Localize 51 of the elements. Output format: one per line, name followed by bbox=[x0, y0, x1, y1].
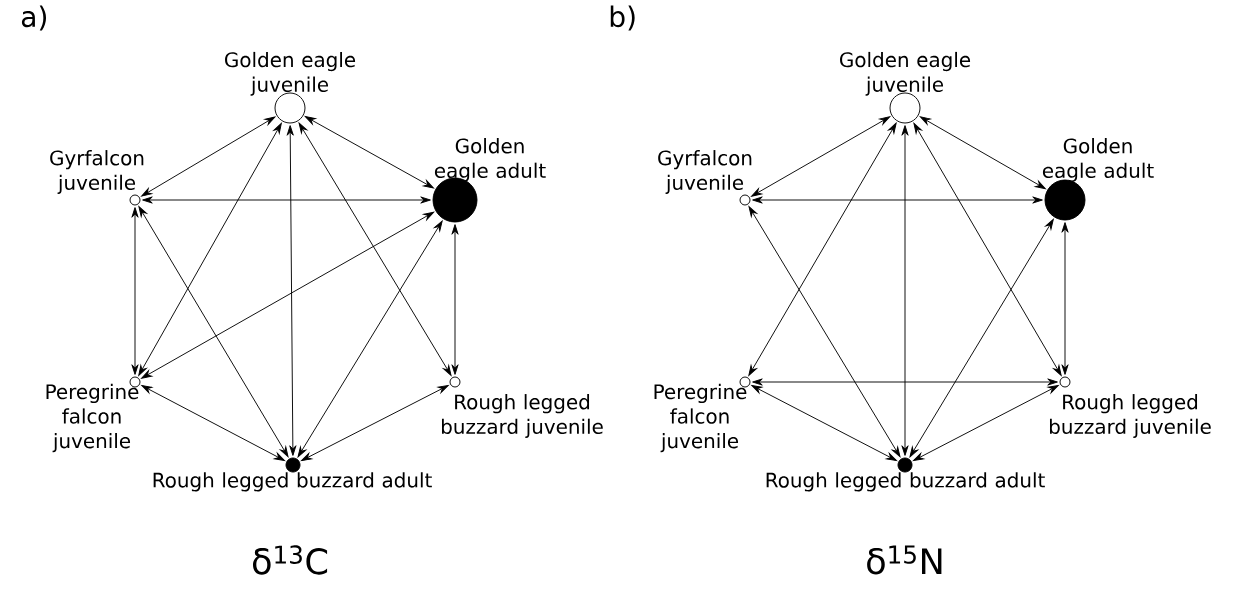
node-label: Rough legged buzzard adult bbox=[153, 472, 432, 492]
arrow bbox=[752, 196, 1043, 204]
node-label: Golden eagle adult bbox=[434, 138, 546, 182]
node-label: Golden eagle juvenile bbox=[225, 51, 356, 96]
species-node: Gyrfalcon juvenile bbox=[50, 150, 144, 206]
isotope-label: δ$^{13}$C bbox=[253, 545, 328, 575]
arrow bbox=[142, 196, 431, 204]
node-label: Golden eagle juvenile bbox=[840, 51, 971, 96]
species-node: Peregrine falcon juvenile bbox=[654, 376, 751, 453]
species-node: Peregrine falcon juvenile bbox=[46, 376, 141, 453]
species-node: Golden eagle juvenile bbox=[840, 51, 971, 124]
arrow bbox=[913, 122, 1062, 376]
arrow bbox=[751, 116, 891, 197]
arrow bbox=[748, 122, 897, 376]
species-node: Gyrfalcon juvenile bbox=[658, 150, 752, 206]
arrow bbox=[286, 125, 297, 456]
arrow bbox=[141, 211, 435, 379]
arrow bbox=[304, 116, 434, 189]
species-node: Golden eagle adult bbox=[432, 138, 546, 223]
species-node: Rough legged buzzard adult bbox=[153, 457, 432, 492]
arrow bbox=[297, 220, 443, 458]
arrow bbox=[141, 385, 285, 462]
species-node: Golden eagle adult bbox=[1042, 138, 1154, 221]
arrow bbox=[301, 385, 449, 462]
arrow bbox=[752, 378, 1058, 386]
node-label: Gyrfalcon juvenile bbox=[658, 150, 752, 194]
arrow bbox=[131, 207, 139, 375]
panel-label: b) bbox=[610, 5, 635, 31]
species-node: Rough legged buzzard juvenile bbox=[442, 376, 603, 438]
arrow bbox=[141, 116, 276, 197]
arrow bbox=[901, 125, 909, 456]
arrow bbox=[138, 122, 282, 376]
node-label: Rough legged buzzard adult bbox=[766, 472, 1045, 492]
panel-label: a) bbox=[21, 5, 46, 31]
arrow bbox=[748, 206, 901, 458]
arrow bbox=[919, 116, 1046, 190]
node-label: Golden eagle adult bbox=[1042, 138, 1154, 182]
arrow bbox=[751, 385, 897, 462]
arrow bbox=[138, 206, 289, 458]
arrow bbox=[298, 122, 452, 376]
node-label: Rough legged buzzard juvenile bbox=[1049, 394, 1211, 438]
arrow bbox=[913, 385, 1059, 462]
species-node: Golden eagle juvenile bbox=[225, 51, 356, 124]
species-node: Rough legged buzzard juvenile bbox=[1050, 376, 1211, 438]
arrow bbox=[909, 218, 1054, 458]
arrow bbox=[1061, 222, 1069, 375]
arrow bbox=[451, 224, 459, 375]
species-node: Rough legged buzzard adult bbox=[766, 457, 1045, 492]
node-label: Gyrfalcon juvenile bbox=[50, 150, 144, 194]
isotope-label: δ$^{15}$N bbox=[867, 545, 942, 575]
node-label: Rough legged buzzard juvenile bbox=[441, 394, 603, 438]
